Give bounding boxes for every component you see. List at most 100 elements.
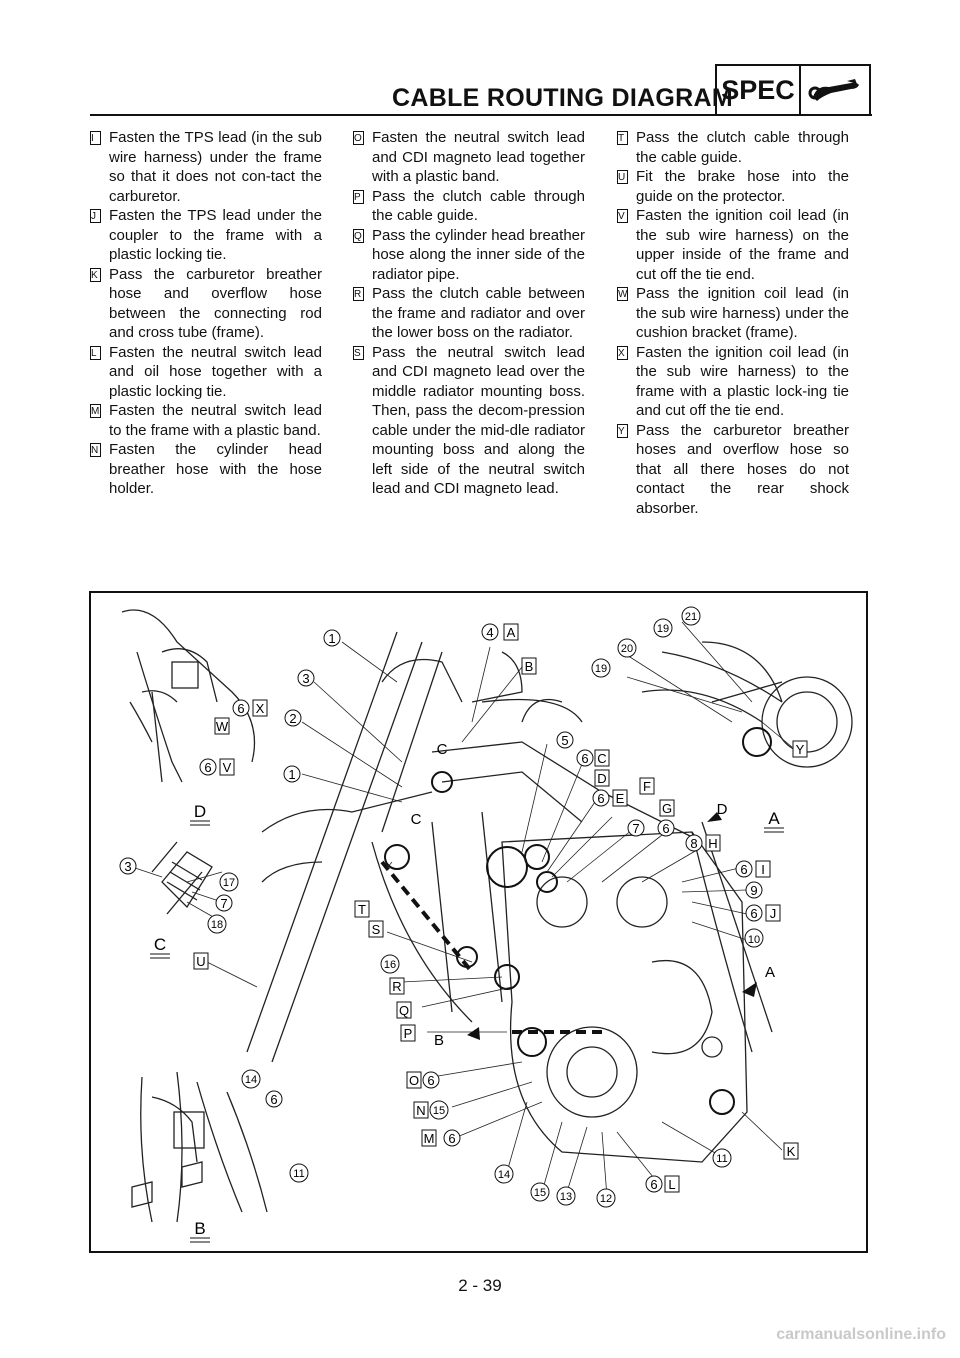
- note-marker: V: [617, 209, 628, 223]
- arrow-label-A: A: [765, 964, 775, 981]
- watermark: carmanualsonline.info: [776, 1326, 946, 1343]
- callout-box-Q: Q: [396, 1001, 412, 1019]
- note-marker: L: [90, 345, 101, 360]
- callout-circle-15: 15: [429, 1100, 449, 1120]
- callout-box-P: P: [400, 1024, 416, 1042]
- note-text: Fasten the TPS lead under the coupler to…: [109, 207, 322, 263]
- svg-text:H: H: [708, 836, 717, 851]
- svg-text:I: I: [761, 862, 765, 877]
- motorcycle-line-art: [121, 609, 853, 1223]
- note-marker: I: [90, 131, 101, 145]
- svg-text:G: G: [662, 801, 672, 816]
- svg-text:2: 2: [289, 711, 296, 726]
- svg-text:6: 6: [662, 821, 669, 836]
- note-text: Fit the brake hose into the guide on the…: [636, 168, 849, 205]
- callout-circle-19: 19: [653, 618, 673, 638]
- note-marker: P: [353, 189, 364, 204]
- callout-box-A: A: [503, 623, 519, 641]
- svg-text:V: V: [223, 760, 232, 775]
- svg-text:B: B: [525, 659, 534, 674]
- svg-text:18: 18: [211, 919, 223, 931]
- note-marker: R: [353, 287, 364, 301]
- callout-circle-7: 7: [627, 819, 645, 837]
- callout-box-N: N: [413, 1101, 429, 1119]
- note-marker: O: [353, 131, 364, 145]
- callout-circle-8: 8: [685, 834, 703, 852]
- svg-text:12: 12: [600, 1193, 612, 1205]
- svg-text:E: E: [616, 791, 625, 806]
- callout-box-R: R: [389, 977, 405, 995]
- svg-text:A: A: [507, 625, 516, 640]
- svg-text:21: 21: [685, 611, 697, 623]
- callout-circle-6: 6: [592, 789, 610, 807]
- note-item: R Pass the clutch cable between the frame…: [353, 284, 585, 343]
- callout-circle-6: 6: [422, 1071, 440, 1089]
- svg-text:A: A: [768, 809, 780, 828]
- svg-text:17: 17: [223, 877, 235, 889]
- callout-circle-6: 6: [265, 1090, 283, 1108]
- note-text: Pass the cylinder head breather hose alo…: [372, 226, 585, 283]
- svg-text:N: N: [416, 1103, 425, 1118]
- svg-text:F: F: [643, 779, 651, 794]
- note-text: Fasten the cylinder head breather hose w…: [109, 441, 322, 497]
- callout-labels: 1 3 2 1 4 A B 5 6 C D 6 E F G 7 6 8 H 6 …: [119, 606, 808, 1208]
- callout-box-V: V: [219, 758, 235, 776]
- note-marker: U: [617, 170, 628, 184]
- note-item: V Fasten the ignition coil lead (in the s…: [617, 206, 849, 284]
- callout-circle-6: 6: [576, 749, 594, 767]
- wrench-icon: [801, 66, 869, 114]
- callout-box-C: C: [594, 749, 610, 767]
- callout-circle-5: 5: [556, 731, 574, 749]
- callout-circle-19: 19: [591, 658, 611, 678]
- svg-text:W: W: [216, 719, 229, 734]
- svg-text:D: D: [597, 771, 606, 786]
- svg-text:13: 13: [560, 1191, 572, 1203]
- svg-text:10: 10: [748, 934, 760, 946]
- svg-text:6: 6: [581, 751, 588, 766]
- note-item: N Fasten the cylinder head breather hose …: [90, 440, 322, 499]
- note-text: Pass the clutch cable between the frame …: [372, 285, 585, 341]
- note-marker: N: [90, 443, 101, 457]
- svg-text:19: 19: [595, 663, 607, 675]
- note-marker: X: [617, 345, 628, 360]
- callout-circle-9: 9: [745, 881, 763, 899]
- note-text: Fasten the ignition coil lead (in the su…: [636, 343, 849, 420]
- callout-box-E: E: [612, 789, 628, 807]
- svg-text:11: 11: [716, 1153, 727, 1165]
- svg-text:6: 6: [750, 906, 757, 921]
- svg-text:11: 11: [293, 1168, 304, 1180]
- callout-box-W: W: [214, 717, 230, 735]
- callout-box-U: U: [193, 952, 209, 970]
- svg-text:J: J: [770, 906, 777, 921]
- svg-text:6: 6: [650, 1177, 657, 1192]
- note-marker: M: [90, 404, 101, 418]
- callout-circle-16: 16: [380, 954, 400, 974]
- note-marker: Q: [353, 228, 364, 243]
- svg-text:R: R: [392, 979, 401, 994]
- view-label-B: B: [190, 1219, 210, 1243]
- svg-text:5: 5: [561, 733, 568, 748]
- note-text: Fasten the ignition coil lead (in the su…: [636, 207, 849, 283]
- callout-circle-2: 2: [284, 709, 302, 727]
- callout-box-Y: Y: [792, 740, 808, 758]
- svg-text:6: 6: [270, 1092, 277, 1107]
- spec-label: SPEC: [717, 66, 801, 114]
- cable-routing-diagram: 1 3 2 1 4 A B 5 6 C D 6 E F G 7 6 8 H 6 …: [89, 591, 868, 1253]
- svg-text:X: X: [256, 701, 265, 716]
- callout-circle-11: 11: [289, 1163, 309, 1183]
- svg-text:1: 1: [328, 631, 335, 646]
- callout-box-K: K: [783, 1142, 799, 1160]
- page-title: CABLE ROUTING DIAGRAM: [392, 84, 734, 112]
- svg-text:K: K: [787, 1144, 796, 1159]
- svg-text:7: 7: [220, 896, 227, 911]
- callout-box-D: D: [594, 769, 610, 787]
- callout-box-S: S: [368, 920, 384, 938]
- callout-circle-6: 6: [735, 860, 753, 878]
